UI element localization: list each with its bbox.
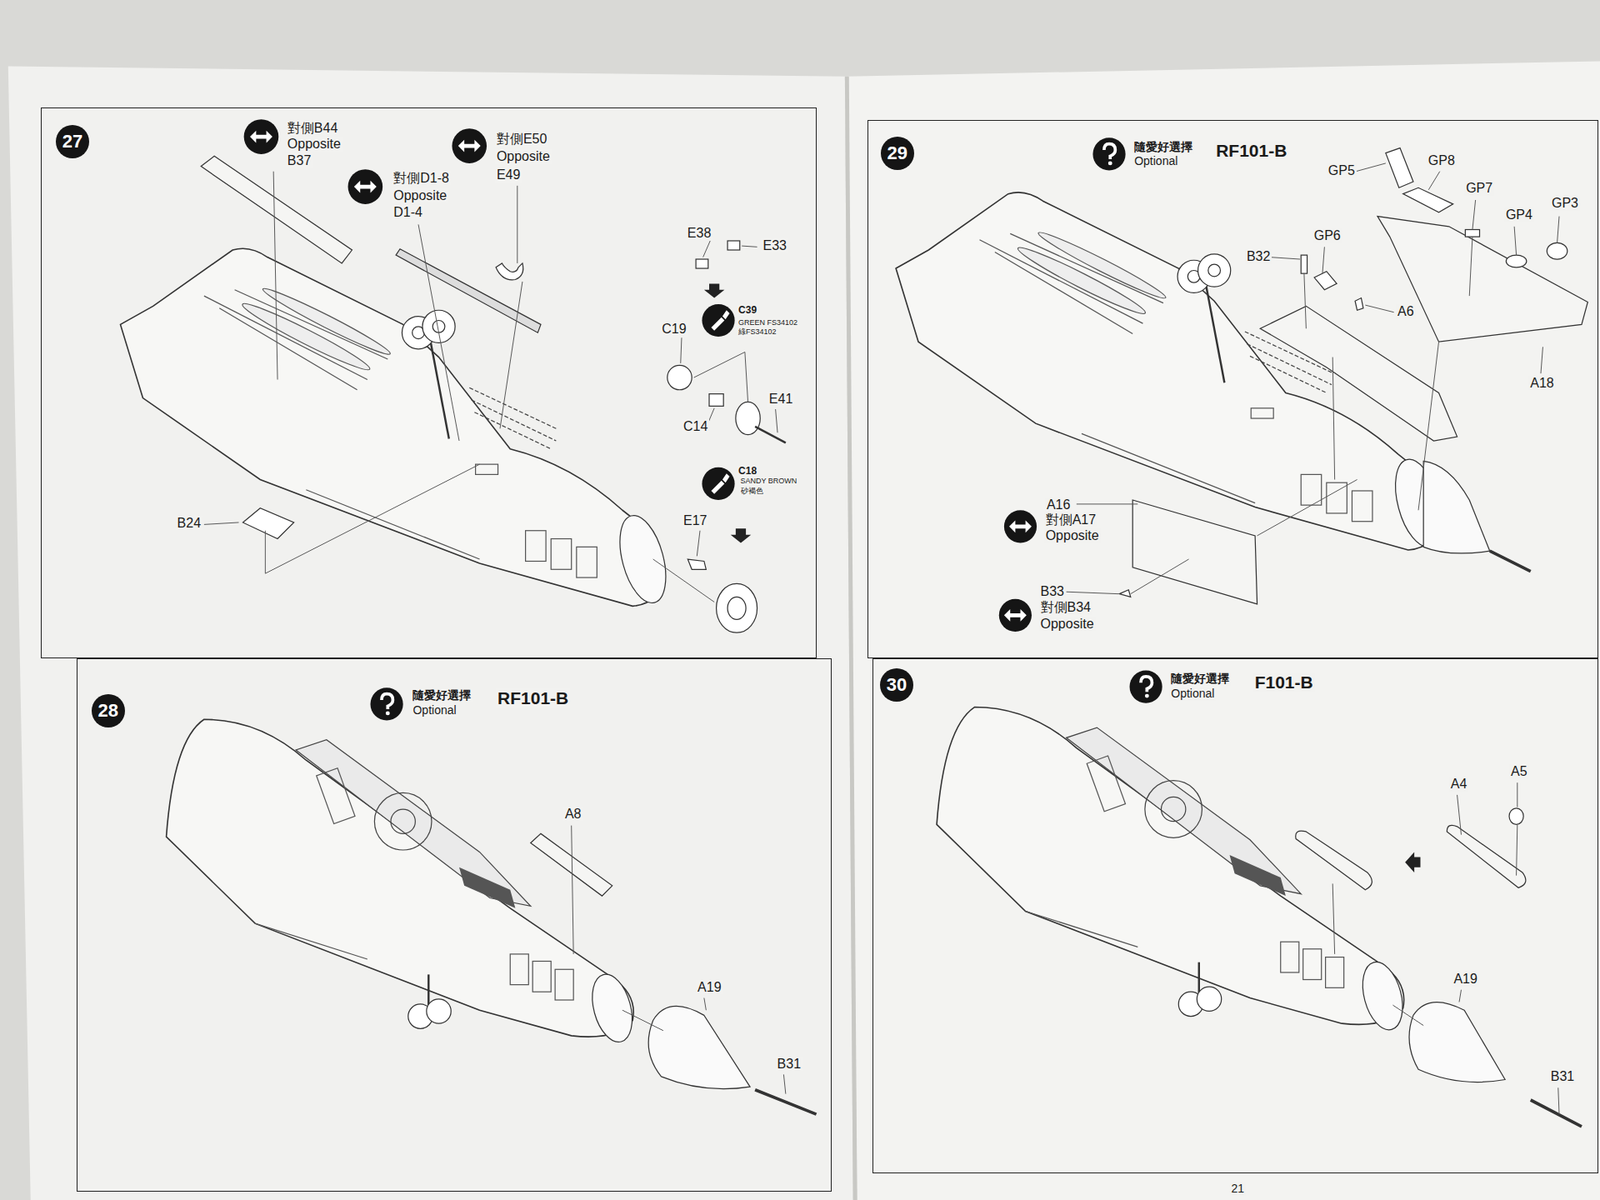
part-label: A18 bbox=[1528, 375, 1555, 391]
part-label: D1-4 bbox=[391, 205, 425, 220]
part-label: E17 bbox=[681, 513, 709, 529]
part-label: E41 bbox=[767, 391, 795, 407]
part-label: 對側A17 bbox=[1044, 512, 1098, 528]
part-label: B37 bbox=[285, 153, 313, 169]
part-label: C14 bbox=[681, 419, 710, 435]
part-label: GP4 bbox=[1504, 207, 1535, 223]
left-page bbox=[8, 66, 854, 1200]
part-label: E38 bbox=[685, 225, 713, 241]
part-label: 隨愛好選擇 bbox=[1132, 140, 1195, 154]
part-label: GP6 bbox=[1312, 228, 1343, 244]
part-label: Opposite bbox=[495, 149, 552, 165]
step-30-art bbox=[936, 707, 1582, 1127]
step-number: 30 bbox=[880, 668, 914, 702]
part-label: C39 bbox=[736, 305, 759, 316]
part-label: C18 bbox=[736, 465, 759, 477]
optional-icons bbox=[370, 137, 1162, 720]
part-label: A5 bbox=[1509, 764, 1530, 780]
part-label: Optional bbox=[1132, 155, 1180, 168]
part-label: E49 bbox=[495, 167, 522, 183]
part-label: 砂褐色 bbox=[739, 487, 765, 496]
part-label: C19 bbox=[660, 321, 688, 337]
part-label: GP7 bbox=[1464, 180, 1495, 196]
step-29-art bbox=[895, 148, 1588, 605]
step-27-art bbox=[120, 155, 785, 633]
part-label: Opposite bbox=[391, 188, 449, 204]
part-label: A8 bbox=[563, 806, 584, 822]
part-label: Optional bbox=[1169, 687, 1216, 700]
part-label: GP8 bbox=[1426, 153, 1457, 169]
part-label: A4 bbox=[1449, 776, 1470, 792]
part-label: A19 bbox=[1451, 971, 1479, 987]
part-label: 對側B44 bbox=[285, 120, 340, 136]
step-28-art bbox=[166, 719, 817, 1115]
opposite-icons bbox=[244, 119, 1037, 632]
part-label: A19 bbox=[695, 980, 723, 995]
part-label: Opposite bbox=[285, 136, 343, 152]
part-label: B33 bbox=[1039, 584, 1066, 600]
step-panel: 30 bbox=[872, 658, 1599, 1174]
part-label: SANDY BROWN bbox=[739, 477, 800, 486]
part-label: E33 bbox=[760, 238, 788, 254]
part-label: 綠FS34102 bbox=[736, 328, 779, 337]
part-label: 對側B34 bbox=[1039, 600, 1093, 615]
part-label: 對側E50 bbox=[495, 131, 549, 147]
part-label: A16 bbox=[1045, 497, 1072, 513]
step-number: 28 bbox=[91, 694, 125, 728]
part-label: RF101-B bbox=[495, 688, 570, 708]
part-label: RF101-B bbox=[1214, 140, 1289, 160]
part-label: B31 bbox=[1549, 1069, 1576, 1085]
part-label: F101-B bbox=[1253, 672, 1315, 692]
part-label: 21 bbox=[1230, 1182, 1247, 1195]
step-number: 27 bbox=[55, 125, 90, 159]
part-label: B32 bbox=[1245, 249, 1272, 265]
paint-icons bbox=[701, 304, 735, 500]
part-label: 隨愛好選擇 bbox=[410, 689, 473, 702]
step-panel: 29 bbox=[867, 120, 1599, 658]
part-label: Opposite bbox=[1044, 528, 1101, 544]
part-label: A6 bbox=[1395, 304, 1416, 320]
part-label: 隨愛好選擇 bbox=[1169, 672, 1231, 685]
part-label: B31 bbox=[775, 1056, 803, 1072]
part-label: GP3 bbox=[1550, 195, 1580, 211]
part-label: GP5 bbox=[1326, 163, 1357, 179]
part-label: Optional bbox=[410, 704, 458, 717]
step-panel: 28 bbox=[76, 658, 832, 1192]
part-label: B24 bbox=[175, 515, 203, 531]
right-page bbox=[845, 60, 1600, 1200]
part-label: 對側D1-8 bbox=[391, 170, 451, 186]
part-label: GREEN FS34102 bbox=[736, 319, 800, 328]
part-label: Opposite bbox=[1039, 616, 1096, 632]
step-number: 29 bbox=[880, 136, 915, 170]
